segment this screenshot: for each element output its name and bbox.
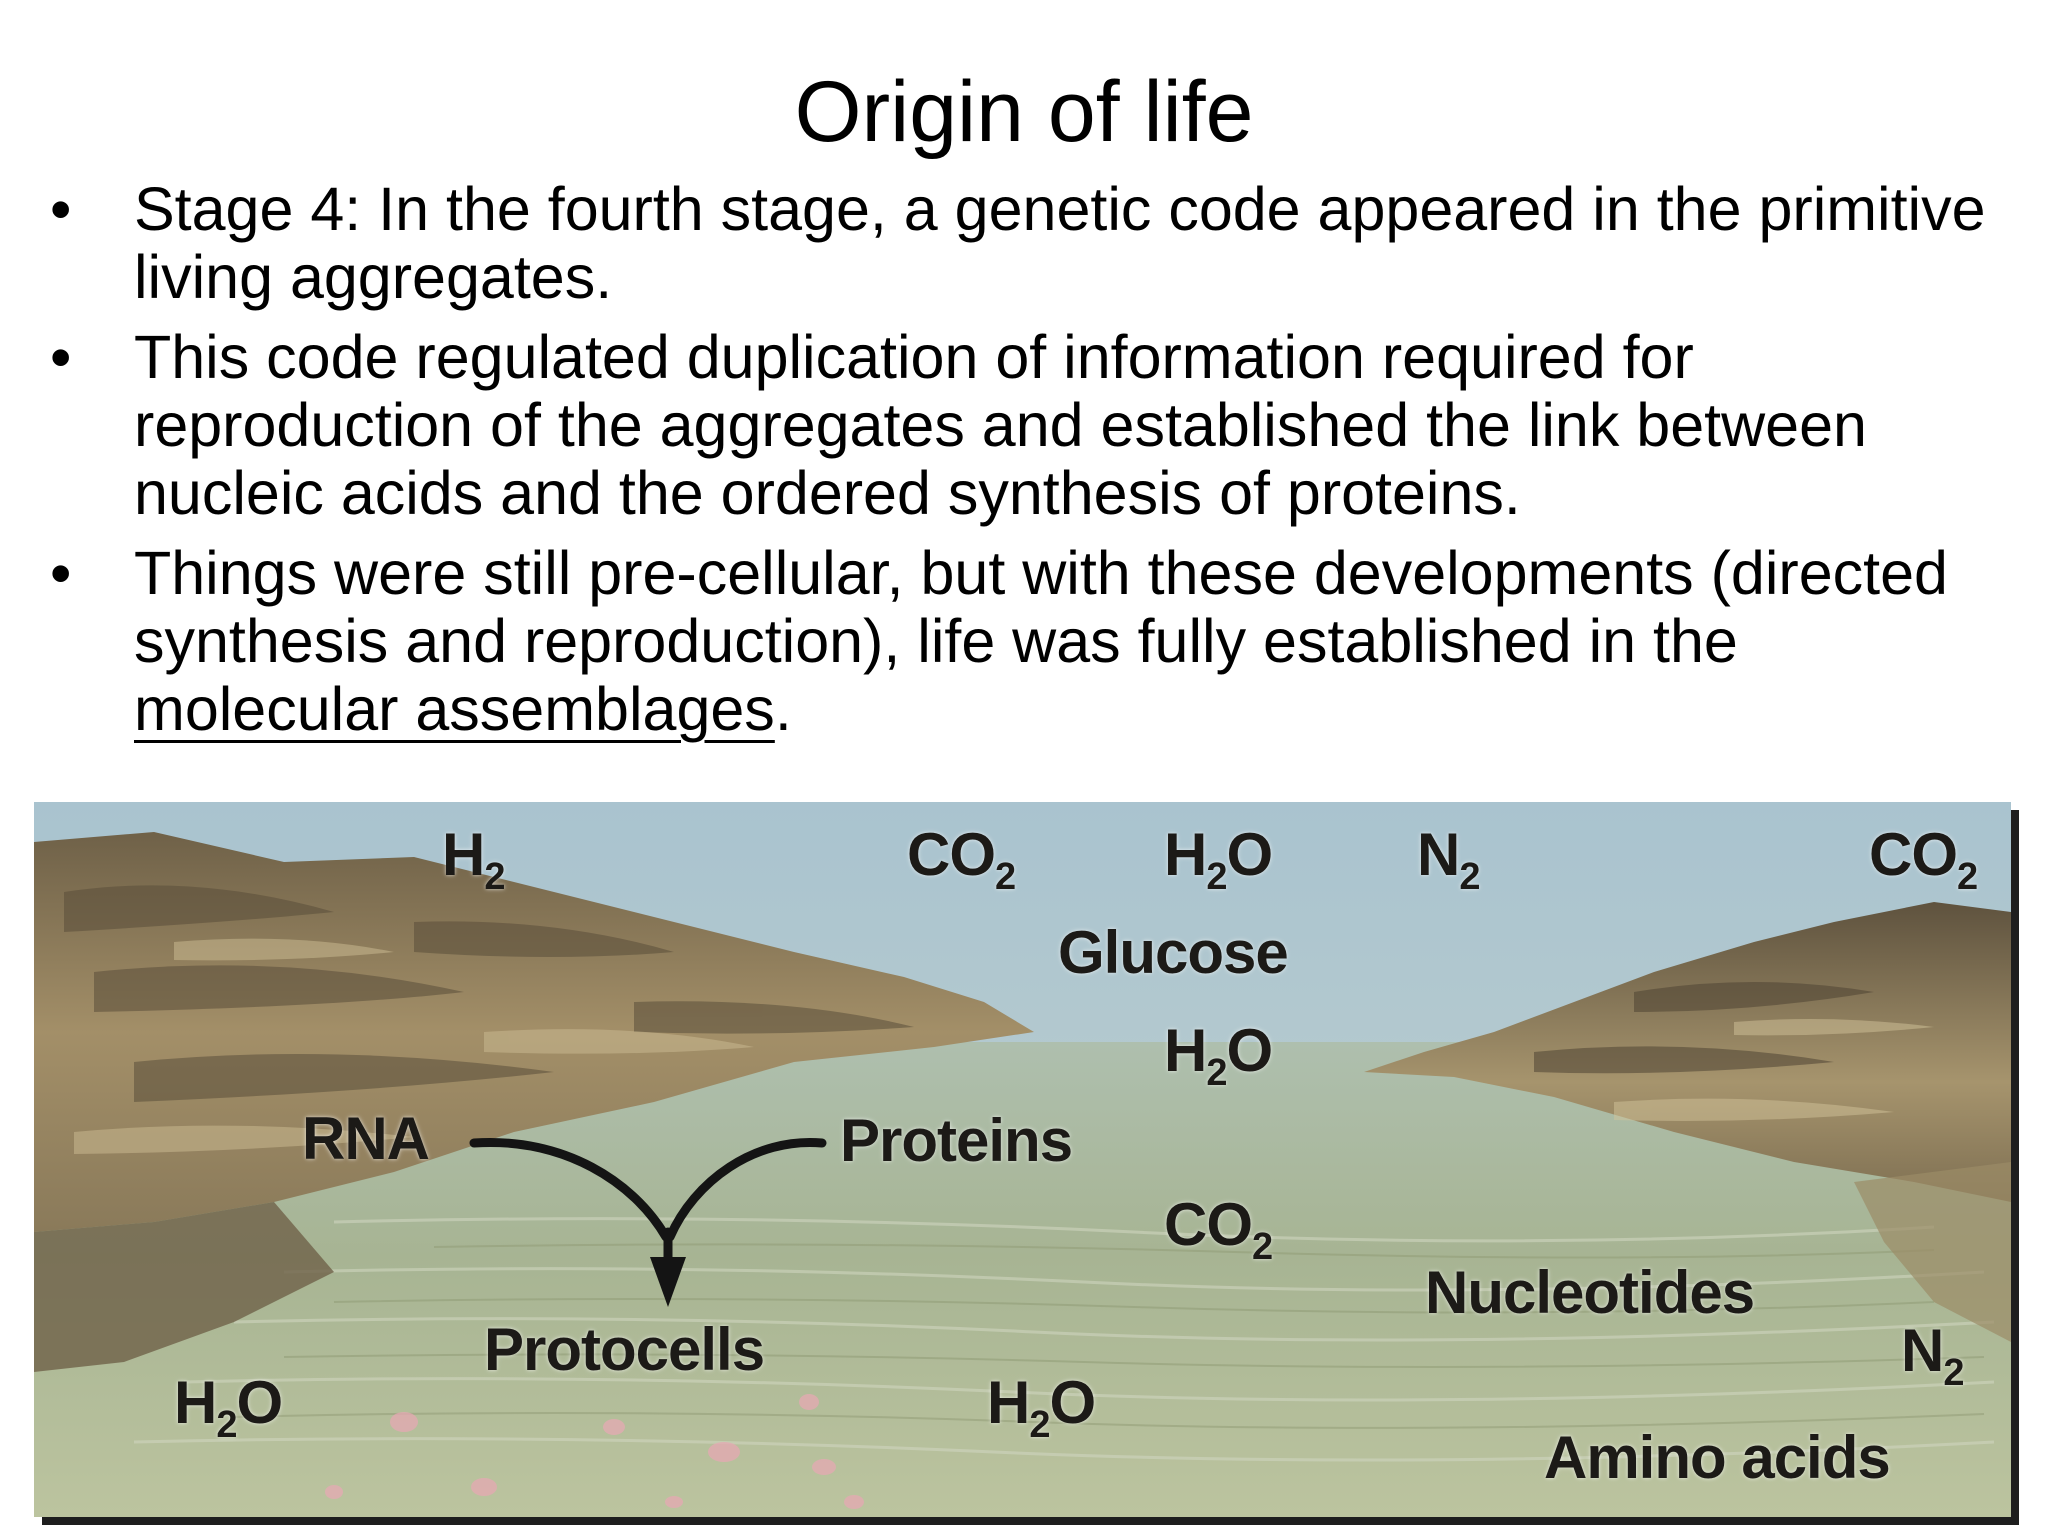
bullet-text-before: Things were still pre-cellular, but with…: [134, 539, 1948, 675]
label-co2-mid: CO2: [1164, 1191, 1273, 1268]
label-amino-acids: Amino acids: [1544, 1424, 1891, 1491]
protocell-blobs: [325, 1394, 864, 1509]
label-h2o-mid: H2O: [1164, 1017, 1273, 1094]
label-h2o-bottom: H2O: [987, 1369, 1096, 1446]
label-n2-top: N2: [1417, 821, 1480, 898]
bullet-item: • Stage 4: In the fourth stage, a geneti…: [50, 175, 2000, 311]
arrow-head-icon: [650, 1257, 686, 1307]
bullet-text: Stage 4: In the fourth stage, a genetic …: [134, 175, 1986, 311]
bullet-dot-icon: •: [50, 323, 72, 391]
label-n2-right: N2: [1901, 1317, 1964, 1394]
bullet-dot-icon: •: [50, 539, 72, 607]
label-glucose: Glucose: [1058, 919, 1289, 986]
molecular-assemblages-link-text: molecular assemblages: [134, 675, 775, 743]
bullet-dot-icon: •: [50, 175, 72, 243]
primordial-earth-illustration: H2 CO2 H2O N2 CO2 Glucose H2O RNA Protei…: [34, 802, 2011, 1517]
label-protocells: Protocells: [484, 1316, 765, 1383]
label-h2o-left: H2O: [174, 1369, 283, 1446]
label-co2-right: CO2: [1869, 821, 1978, 898]
label-proteins: Proteins: [840, 1107, 1073, 1174]
bullet-text-after: .: [774, 675, 792, 743]
bullet-list: • Stage 4: In the fourth stage, a geneti…: [50, 175, 2000, 755]
slide-title: Origin of life: [794, 64, 1254, 160]
label-h2o-top: H2O: [1164, 821, 1273, 898]
label-nucleotides: Nucleotides: [1425, 1259, 1755, 1326]
label-rna: RNA: [302, 1105, 430, 1172]
bullet-item: • This code regulated duplication of inf…: [50, 323, 2000, 527]
bullet-text: Things were still pre-cellular, but with…: [134, 539, 1948, 743]
bullet-item: • Things were still pre-cellular, but wi…: [50, 539, 2000, 743]
label-co2-top: CO2: [907, 821, 1016, 898]
landscape-background: [34, 802, 2011, 1517]
bullet-text: This code regulated duplication of infor…: [134, 323, 1867, 527]
label-h2: H2: [442, 821, 505, 898]
